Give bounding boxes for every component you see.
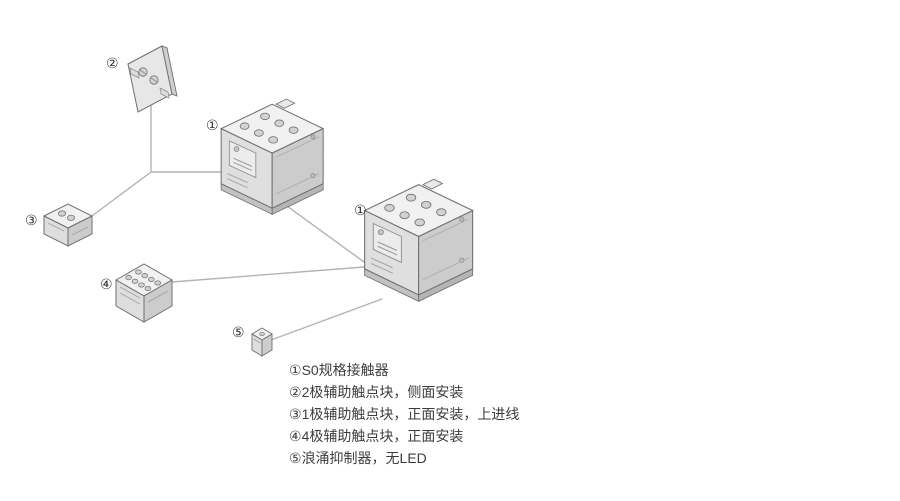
- callout-aux-side-block: ②: [106, 55, 119, 71]
- connector-surge: [270, 298, 383, 341]
- legend-marker: ②: [289, 384, 302, 400]
- callout-surge-suppressor: ⑤: [232, 324, 245, 340]
- connector-aux-4pole: [171, 266, 365, 283]
- legend-item-aux-1pole: ③1极辅助触点块，正面安装，上进线: [289, 403, 519, 425]
- legend-text: S0规格接触器: [301, 362, 389, 378]
- legend-text: 浪涌抑制器，无LED: [301, 450, 427, 466]
- legend-text: 2极辅助触点块，侧面安装: [301, 384, 464, 400]
- connector-aux-1pole: [91, 171, 152, 217]
- legend-text: 4极辅助触点块，正面安装: [301, 428, 464, 444]
- legend-item-contactor: ①S0规格接触器: [289, 359, 519, 381]
- surge-suppressor-illustration: [251, 327, 273, 357]
- aux-side-block-illustration: [126, 45, 178, 113]
- callout-aux-4pole-block: ④: [100, 276, 113, 292]
- callout-contactor-left: ①: [206, 117, 219, 133]
- legend-marker: ③: [289, 406, 302, 422]
- legend-marker: ⑤: [289, 450, 302, 466]
- callout-aux-1pole-block: ③: [25, 212, 38, 228]
- legend-marker: ④: [289, 428, 302, 444]
- legend-item-aux-side: ②2极辅助触点块，侧面安装: [289, 381, 519, 403]
- legend-item-aux-4pole: ④4极辅助触点块，正面安装: [289, 425, 519, 447]
- contactor-left-illustration: [220, 98, 324, 215]
- callout-contactor-right: ①: [354, 202, 367, 218]
- legend-text: 1极辅助触点块，正面安装，上进线: [301, 406, 520, 422]
- legend: ①S0规格接触器 ②2极辅助触点块，侧面安装 ③1极辅助触点块，正面安装，上进线…: [289, 359, 519, 469]
- legend-marker: ①: [289, 362, 302, 378]
- contactor-right-illustration: [364, 178, 474, 302]
- aux-1pole-illustration: [42, 203, 94, 247]
- aux-4pole-illustration: [114, 263, 174, 323]
- legend-item-surge: ⑤浪涌抑制器，无LED: [289, 447, 519, 469]
